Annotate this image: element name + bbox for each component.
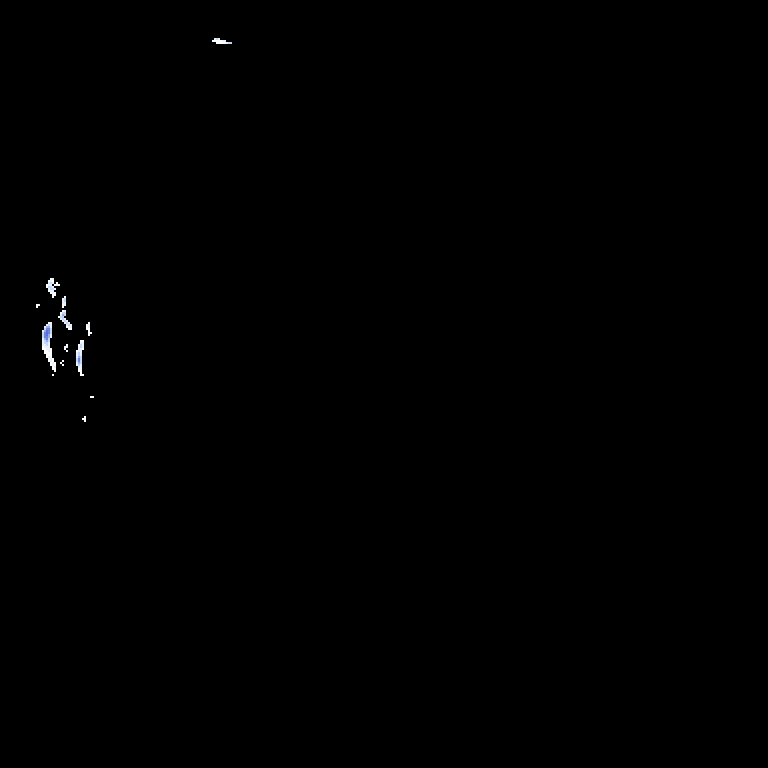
raster-viewport: [0, 0, 768, 768]
raster-image-canvas: [0, 0, 768, 768]
